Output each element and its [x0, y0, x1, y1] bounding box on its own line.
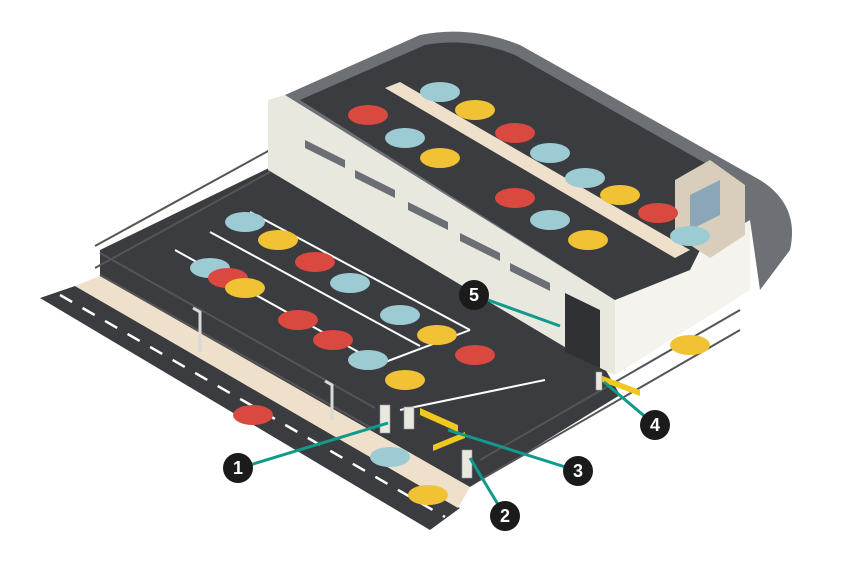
- callout-2-label: 2: [500, 506, 510, 526]
- callout-5: 5: [459, 280, 489, 310]
- callout-4-label: 4: [650, 415, 660, 435]
- callout-4: 4: [640, 410, 670, 440]
- callout-2: 2: [490, 501, 520, 531]
- parked-cars: [190, 82, 710, 505]
- lamp-posts: [192, 306, 334, 420]
- sidewalk: [75, 276, 470, 508]
- callout-1-label: 1: [233, 458, 243, 478]
- callout-3-label: 3: [573, 461, 583, 481]
- entrance-equipment: [379, 371, 640, 479]
- callout-5-label: 5: [469, 285, 479, 305]
- parking-structure: [268, 31, 792, 375]
- callout-3: 3: [563, 456, 593, 486]
- callout-1: 1: [223, 453, 253, 483]
